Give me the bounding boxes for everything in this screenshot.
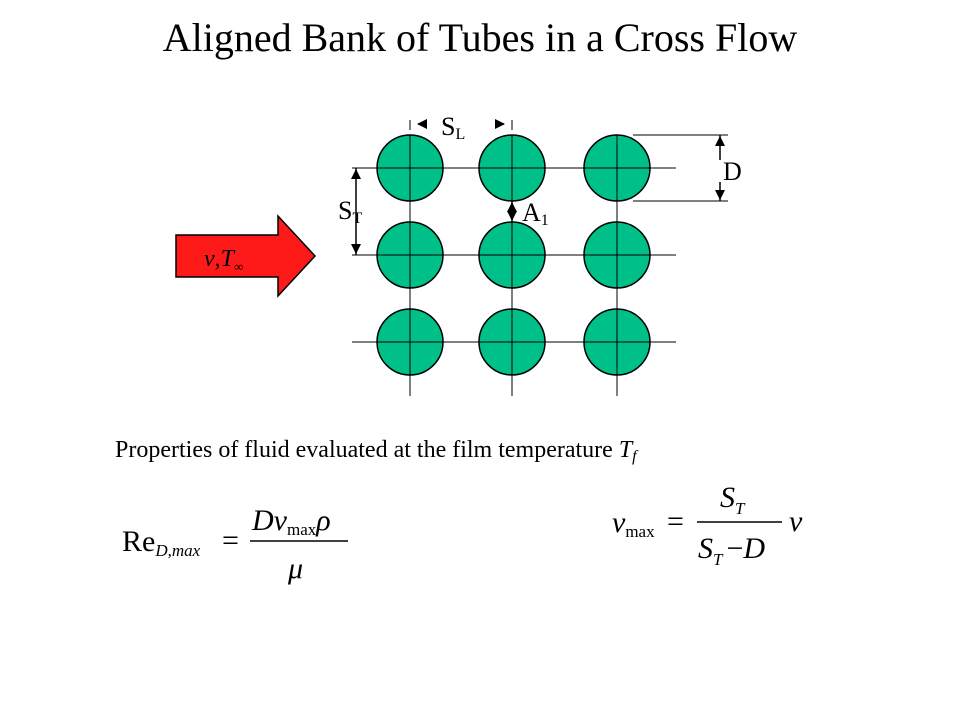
sl-label: SL [441, 112, 465, 143]
caption-symbol: T [618, 437, 633, 463]
a1-dimension: A1 [507, 198, 549, 229]
caption-text: Properties of fluid evaluated at the fil… [115, 437, 619, 463]
film-temperature-caption: Properties of fluid evaluated at the fil… [115, 434, 637, 473]
tube-crosshairs [377, 135, 650, 375]
st-label: ST [338, 196, 362, 227]
d-label: D [723, 157, 742, 186]
flow-arrow-label: v,T∞ [204, 246, 243, 274]
sl-dimension: SL [409, 112, 513, 143]
a1-label: A1 [522, 198, 549, 229]
st-dimension: ST [338, 168, 362, 255]
d-dimension: D [633, 134, 742, 202]
flow-arrow: v,T∞ [175, 214, 317, 298]
caption-symbol-sub: f [632, 448, 637, 465]
slide-title: Aligned Bank of Tubes in a Cross Flow [162, 15, 798, 60]
